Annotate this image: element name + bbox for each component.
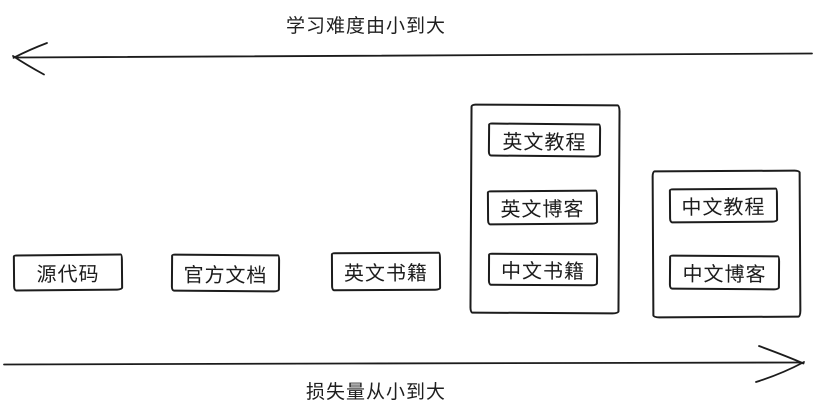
node-chinese-blogs: 中文博客	[668, 254, 781, 291]
node-label: 官方文档	[183, 264, 268, 287]
node-english-tutorials: 英文教程	[487, 122, 602, 158]
node-label: 英文教程	[502, 131, 587, 154]
node-label: 中文博客	[682, 263, 767, 287]
node-label: 源代码	[36, 263, 100, 287]
node-label: 中文教程	[681, 196, 766, 220]
node-source-code: 源代码	[12, 253, 124, 292]
node-label: 英文书籍	[343, 262, 429, 286]
bottom-axis-label: 损失量从小到大	[305, 382, 447, 403]
node-chinese-books: 中文书籍	[487, 252, 599, 287]
node-label: 中文书籍	[500, 260, 586, 284]
node-label: 英文博客	[500, 198, 585, 222]
top-axis-label: 学习难度由小到大	[285, 16, 447, 37]
node-chinese-tutorials: 中文教程	[668, 187, 779, 224]
node-english-books: 英文书籍	[330, 251, 442, 292]
learning-difficulty-arrow	[12, 42, 813, 76]
node-english-blogs: 英文博客	[486, 189, 599, 226]
node-official-docs: 官方文档	[170, 253, 281, 293]
